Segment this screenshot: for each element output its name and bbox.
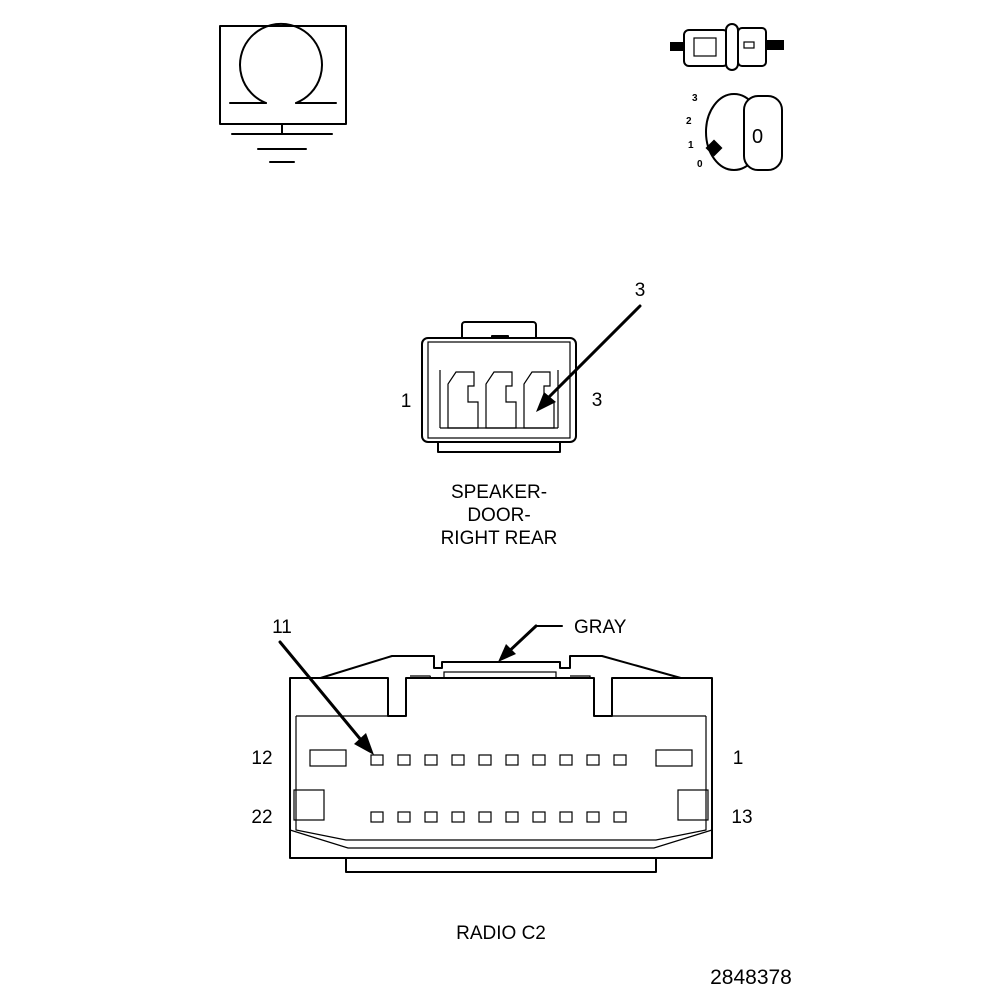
speaker-pin-left: 1 (401, 391, 412, 412)
radio-pin-13-label: 13 (731, 807, 752, 828)
radio-color-label: GRAY (574, 617, 627, 638)
speaker-connector (421, 321, 577, 453)
radio-pin-row-top (370, 754, 627, 766)
ignition-key-icon: 3 2 1 0 0 (670, 23, 784, 171)
key-position-0: 0 (697, 159, 703, 170)
radio-pin-1-label: 1 (733, 748, 744, 769)
figure-id: 2848378 (710, 966, 792, 989)
key-face-label: 0 (752, 126, 763, 148)
key-position-3: 3 (692, 93, 698, 104)
speaker-callout-arrow (536, 304, 642, 412)
speaker-name-line-2: DOOR- (467, 505, 530, 526)
speaker-pin-right: 3 (592, 390, 603, 411)
speaker-name-line-1: SPEAKER- (451, 482, 547, 503)
key-position-2: 2 (686, 116, 692, 127)
speaker-callout-label: 3 (635, 280, 646, 301)
speaker-name-line-3: RIGHT REAR (441, 528, 558, 549)
key-position-1: 1 (688, 140, 694, 151)
radio-pin-12-label: 12 (251, 748, 272, 769)
radio-pin-22-label: 22 (251, 807, 272, 828)
radio-pin-row-bottom (370, 811, 627, 823)
ground-icon (219, 22, 347, 163)
gray-callout-arrow (498, 624, 563, 662)
radio-callout-label: 11 (272, 617, 292, 638)
radio-callout-arrow (278, 640, 374, 755)
radio-connector (289, 655, 713, 873)
radio-connector-name: RADIO C2 (456, 923, 546, 944)
